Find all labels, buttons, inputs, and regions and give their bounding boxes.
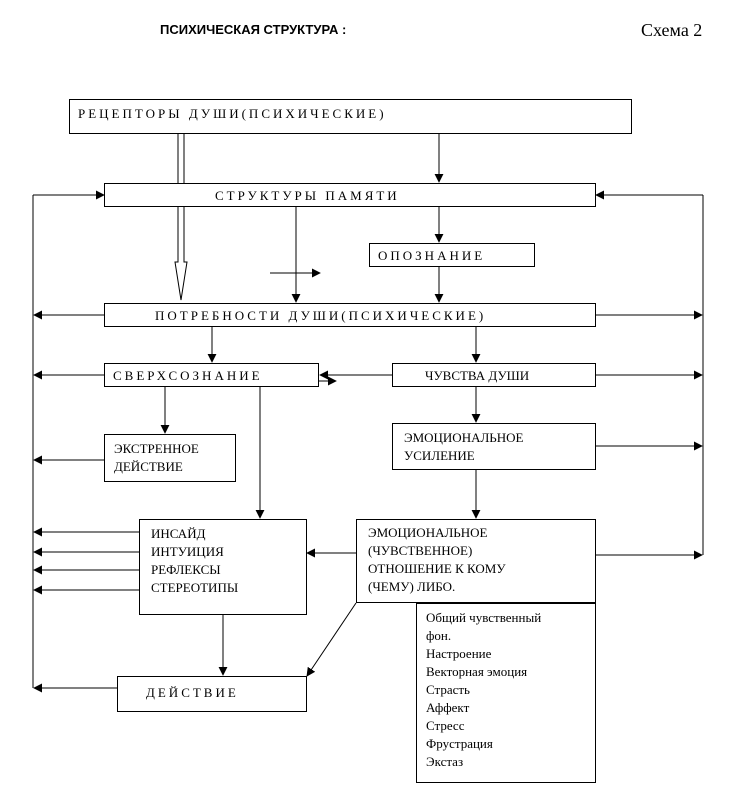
state-item: фон. (426, 628, 452, 643)
hollow-arrow-receptors-to-needs (174, 134, 188, 301)
memory-box: СТРУКТУРЫ ПАМЯТИ (104, 183, 596, 207)
action-label: ДЕЙСТВИЕ (146, 685, 239, 700)
recognition-box: ОПОЗНАНИЕ (369, 243, 535, 267)
state-item: Векторная эмоция (426, 664, 528, 679)
emergency-action-box: ЭКСТРЕННОЕ ДЕЙСТВИЕ (104, 434, 236, 482)
emotional-attitude-box: ЭМОЦИОНАЛЬНОЕ (ЧУВСТВЕННОЕ) ОТНОШЕНИЕ К … (356, 519, 596, 603)
state-item: Экстаз (426, 754, 464, 769)
feelings-box: ЧУВСТВА ДУШИ (392, 363, 596, 387)
insight-line-3: РЕФЛЕКСЫ (151, 562, 221, 577)
emotional-amplification-line-2: УСИЛЕНИЕ (404, 448, 475, 463)
state-item: Общий чувственный (426, 610, 542, 625)
state-item: Настроение (426, 646, 492, 661)
action-box: ДЕЙСТВИЕ (117, 676, 307, 712)
superconsciousness-box: СВЕРХСОЗНАНИЕ (104, 363, 319, 387)
recognition-label: ОПОЗНАНИЕ (378, 248, 486, 263)
emotional-attitude-line-4: (ЧЕМУ) ЛИБО. (368, 579, 456, 594)
state-item: Стресс (426, 718, 465, 733)
memory-label: СТРУКТУРЫ ПАМЯТИ (215, 188, 400, 203)
emergency-action-line-2: ДЕЙСТВИЕ (114, 459, 183, 474)
emotional-attitude-line-1: ЭМОЦИОНАЛЬНОЕ (368, 525, 488, 540)
insight-box: ИНСАЙД ИНТУИЦИЯ РЕФЛЕКСЫ СТЕРЕОТИПЫ (139, 519, 307, 615)
states-box: Общий чувственный фон. Настроение Вектор… (416, 603, 596, 783)
feelings-label: ЧУВСТВА ДУШИ (425, 368, 530, 383)
emotional-amplification-box: ЭМОЦИОНАЛЬНОЕ УСИЛЕНИЕ (392, 423, 596, 470)
state-item: Аффект (426, 700, 470, 715)
insight-line-2: ИНТУИЦИЯ (151, 544, 224, 559)
insight-line-4: СТЕРЕОТИПЫ (151, 580, 239, 595)
emotional-attitude-line-3: ОТНОШЕНИЕ К КОМУ (368, 561, 506, 576)
emotional-attitude-line-2: (ЧУВСТВЕННОЕ) (368, 543, 473, 558)
state-item: Страсть (426, 682, 470, 697)
needs-box: ПОТРЕБНОСТИ ДУШИ(ПСИХИЧЕСКИЕ) (104, 303, 596, 327)
page-title: ПСИХИЧЕСКАЯ СТРУКТУРА : (160, 22, 347, 37)
receptors-box: РЕЦЕПТОРЫ ДУШИ(ПСИХИЧЕСКИЕ) (69, 99, 632, 134)
emergency-action-line-1: ЭКСТРЕННОЕ (114, 441, 199, 456)
emotional-amplification-line-1: ЭМОЦИОНАЛЬНОЕ (404, 430, 524, 445)
arrow-attitude-to-action (306, 602, 357, 677)
superconsciousness-label: СВЕРХСОЗНАНИЕ (113, 368, 263, 383)
scheme-label: Схема 2 (641, 20, 703, 40)
needs-label: ПОТРЕБНОСТИ ДУШИ(ПСИХИЧЕСКИЕ) (155, 308, 487, 323)
insight-line-1: ИНСАЙД (151, 526, 206, 541)
receptors-label: РЕЦЕПТОРЫ ДУШИ(ПСИХИЧЕСКИЕ) (78, 106, 387, 121)
state-item: Фрустрация (426, 736, 493, 751)
